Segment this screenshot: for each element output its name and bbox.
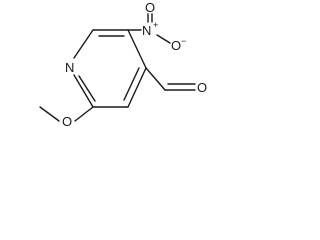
nitro-oxygen-top-label: O: [145, 0, 155, 15]
nitro-oxygen-charge: −: [181, 36, 186, 46]
bond-c2-o-methoxy: [74, 106, 94, 122]
nitro-nitrogen-charge: +: [153, 20, 158, 30]
ring-nitrogen-label: N: [65, 60, 74, 75]
bond-n1-c6: [73, 29, 94, 59]
bond-c4-cho: [145, 67, 166, 91]
bond-o-methyl: [39, 106, 60, 122]
aldehyde-oxygen-label: O: [197, 80, 207, 95]
aldehyde-group: [145, 67, 196, 91]
chemical-structure-diagram: N N + O O − O O: [39, 0, 207, 129]
pyridine-ring: [73, 29, 147, 108]
bond-c4-c3-inner: [123, 67, 140, 101]
nitro-group: [127, 13, 171, 44]
bond-n1-c2: [73, 74, 94, 108]
bond-n1-c2-inner: [78, 75, 96, 102]
nitro-nitrogen-label: N: [142, 23, 151, 38]
methoxy-group: [39, 106, 94, 122]
nitro-oxygen-right-label: O: [171, 38, 181, 53]
methoxy-oxygen-label: O: [62, 114, 72, 129]
bond-c5-c4: [127, 29, 147, 69]
bond-n-o-right: [156, 34, 171, 44]
bond-c4-c3: [127, 67, 147, 108]
